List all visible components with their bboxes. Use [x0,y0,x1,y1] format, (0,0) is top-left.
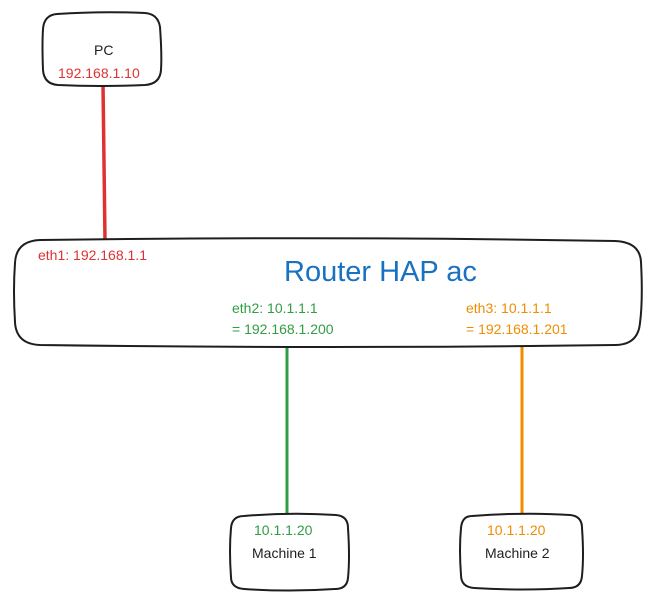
machine1-node-box [229,512,350,592]
machine1-name: Machine 1 [252,545,317,561]
router-title: Router HAP ac [284,256,477,288]
router-eth3-label: eth3: 10.1.1.1 [466,300,552,316]
pc-node-box [41,11,163,87]
pc-ip: 192.168.1.10 [58,65,140,81]
machine1-ip: 10.1.1.20 [254,522,313,538]
router-node-box [13,237,643,348]
link-pc-router [101,82,107,242]
machine2-ip: 10.1.1.20 [487,522,546,538]
machine2-node-box [459,512,584,591]
router-eth2-label: eth2: 10.1.1.1 [232,300,318,316]
pc-name: PC [94,42,114,58]
machine2-name: Machine 2 [485,545,550,561]
router-eth3-bridge: = 192.168.1.201 [466,321,568,337]
router-eth2-bridge: = 192.168.1.200 [232,321,334,337]
router-eth1-label: eth1: 192.168.1.1 [38,247,147,263]
